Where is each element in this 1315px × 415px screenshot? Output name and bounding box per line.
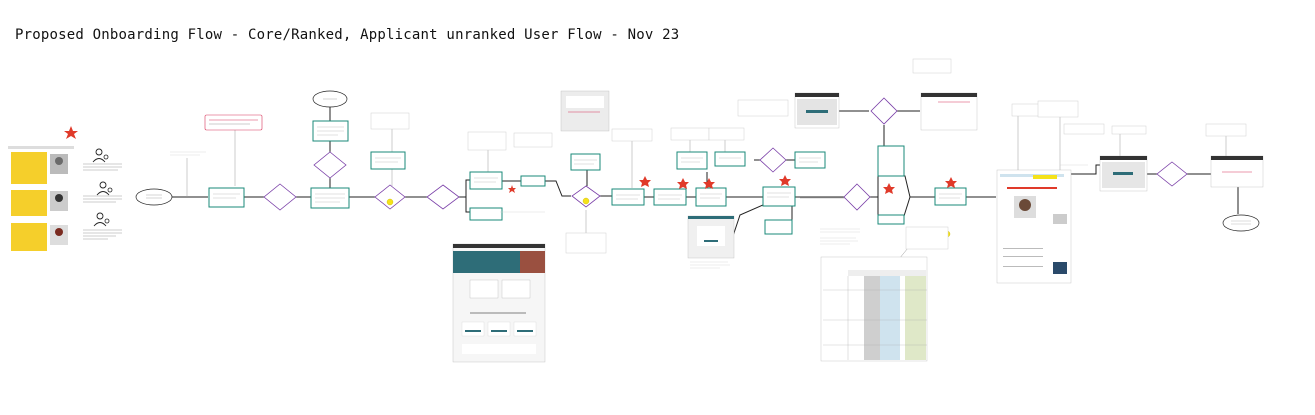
people-group-icon: [94, 213, 109, 226]
star-icon: [508, 185, 516, 193]
dot-marker-icon: [387, 199, 393, 205]
star-icon: [64, 126, 78, 139]
persona-icon-column: [83, 149, 122, 239]
star-icon: [677, 178, 689, 189]
screenshot-web-4: [1211, 156, 1263, 187]
screenshot-landing-page: [453, 244, 545, 362]
persona-sticky-3: [11, 223, 68, 251]
screenshot-modal: [688, 216, 734, 258]
people-group-icon: [93, 149, 108, 162]
persona-sticky-2: [11, 190, 68, 216]
callout-note: [205, 115, 262, 130]
screenshot-web-3: [1100, 156, 1147, 191]
terminal-start[interactable]: [136, 189, 172, 205]
screenshot-web-1: [795, 93, 839, 128]
star-icon: [703, 178, 715, 189]
screenshot-web-2: [921, 93, 977, 130]
dot-marker-icon: [583, 198, 589, 204]
screenshot-spreadsheet: [821, 257, 927, 361]
star-icon: [639, 176, 651, 187]
terminal-end[interactable]: [1223, 215, 1259, 231]
personas-panel: [8, 146, 74, 251]
screenshot-profile-page: [997, 170, 1071, 283]
people-group-icon: [97, 182, 112, 195]
persona-sticky-1: [11, 152, 68, 184]
star-icon: [883, 183, 895, 194]
screenshot-dialog-1: [561, 91, 609, 131]
star-icon: [945, 177, 957, 188]
star-icon: [779, 175, 791, 186]
terminal-top[interactable]: [313, 91, 347, 107]
